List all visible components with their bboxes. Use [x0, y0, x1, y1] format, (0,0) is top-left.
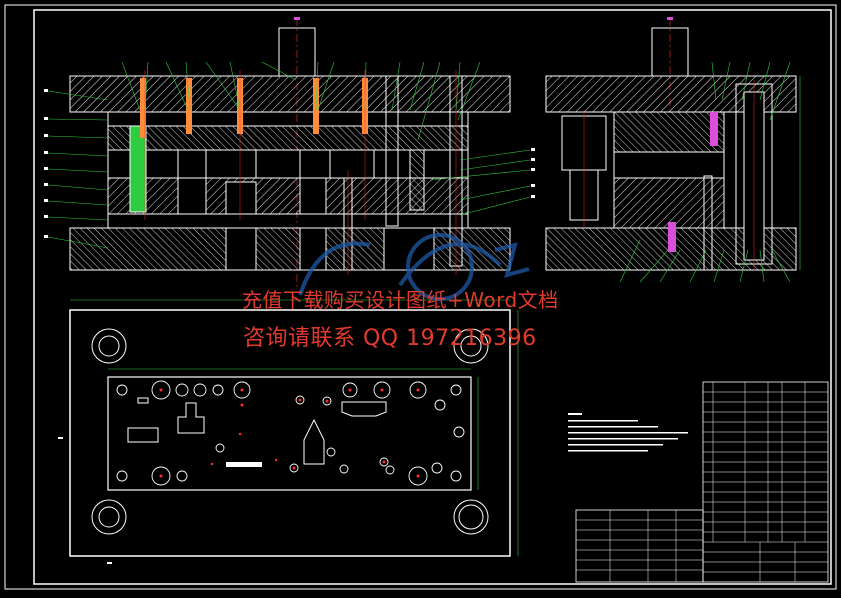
outer-border [4, 4, 837, 590]
punch-plate [107, 125, 469, 151]
watermark-line-1: 充值下载购买设计图纸+Word文档 [242, 288, 559, 312]
front-section-view [44, 17, 535, 290]
green-insert [129, 125, 147, 213]
plan-die-area [107, 376, 472, 491]
side-section-view [545, 17, 801, 283]
title-block [575, 381, 829, 583]
plan-outer-plate [69, 309, 511, 557]
backing-plate [107, 111, 469, 127]
upper-die-plate [69, 75, 511, 113]
watermark-line-2: 咨询请联系 QQ 197216396 [243, 326, 537, 351]
plan-view [69, 299, 519, 557]
inner-border [33, 9, 832, 585]
watermark-logo [298, 233, 530, 301]
technical-notes [568, 413, 688, 452]
